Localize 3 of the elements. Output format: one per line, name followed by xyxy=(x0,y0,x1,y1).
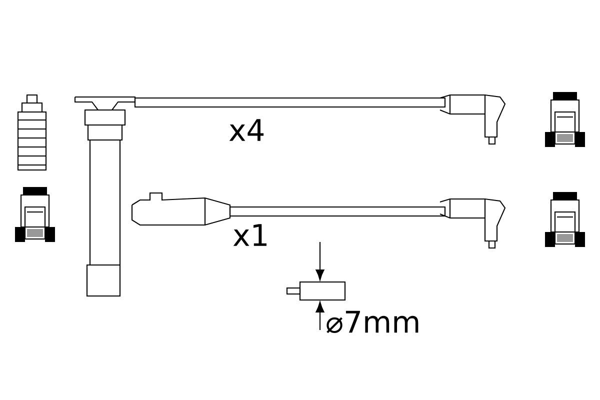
label: x4 xyxy=(229,119,264,141)
label: x1 xyxy=(233,224,266,246)
label: ⌀7mm xyxy=(326,310,418,334)
